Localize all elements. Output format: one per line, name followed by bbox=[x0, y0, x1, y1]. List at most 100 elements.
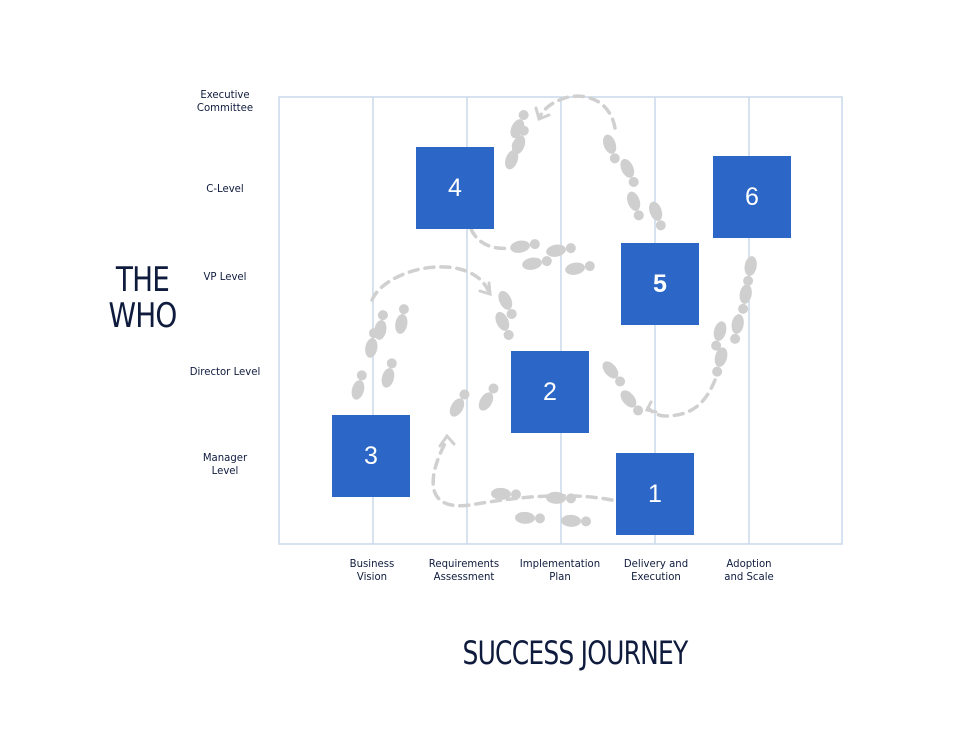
footprint-heel bbox=[386, 358, 397, 369]
column-label-line: Plan bbox=[549, 570, 571, 583]
footprint-icon bbox=[449, 389, 470, 417]
footprint-sole bbox=[351, 380, 365, 400]
footprint-heel bbox=[377, 310, 388, 321]
footprint-sole bbox=[495, 311, 510, 331]
column-label-line: Assessment bbox=[433, 570, 495, 583]
arrowhead-5-to-4 bbox=[534, 106, 551, 122]
footprint-heel bbox=[534, 513, 545, 524]
footprint-icon bbox=[512, 125, 529, 155]
step-box-6: 6 bbox=[713, 156, 791, 238]
footprint-icon bbox=[546, 491, 576, 504]
row-label-vp-level: VP Level bbox=[170, 270, 280, 283]
column-label-line: Business bbox=[349, 557, 395, 570]
footprint-sole bbox=[395, 314, 408, 334]
footprint-icon bbox=[711, 321, 727, 351]
footprint-sole bbox=[603, 134, 617, 154]
footprint-heel bbox=[398, 304, 409, 315]
footprint-icon bbox=[478, 383, 499, 411]
footprint-heel bbox=[541, 256, 552, 267]
column-label-delivery-execution: Delivery and Execution bbox=[601, 557, 711, 583]
row-label-line: Level bbox=[211, 464, 239, 477]
step-box-1: 1 bbox=[616, 453, 694, 535]
footprint-icon bbox=[620, 390, 644, 416]
footprint-sole bbox=[365, 338, 378, 358]
footprint-heel bbox=[565, 493, 576, 504]
footprint-icon bbox=[743, 256, 757, 286]
footprint-sole bbox=[512, 135, 526, 155]
footprint-heel bbox=[488, 383, 499, 394]
footprint-icon bbox=[603, 134, 620, 164]
arrowhead-1-to-2 bbox=[438, 433, 456, 448]
footprint-heel bbox=[518, 125, 529, 136]
column-label-line: Adoption bbox=[726, 557, 772, 570]
column-label-line: Implementation bbox=[519, 557, 601, 570]
footprint-heel bbox=[712, 366, 723, 377]
footprint-heel bbox=[743, 275, 754, 286]
footprint-sole bbox=[546, 491, 566, 504]
row-label-director-level: Director Level bbox=[170, 365, 280, 378]
row-label-line: C-Level bbox=[206, 182, 244, 195]
footprint-heel bbox=[711, 340, 722, 351]
step-box-3: 3 bbox=[332, 415, 410, 497]
row-label-line: VP Level bbox=[203, 270, 247, 283]
column-label-requirements-assessment: Requirements Assessment bbox=[409, 557, 519, 583]
footprint-sole bbox=[505, 150, 519, 170]
footprint-sole bbox=[498, 290, 513, 310]
footprint-sole bbox=[713, 321, 727, 341]
footprint-sole bbox=[449, 398, 465, 417]
row-label-line: Manager bbox=[202, 451, 248, 464]
y-axis-title-line: WHO bbox=[108, 296, 177, 336]
column-label-line: Execution bbox=[631, 570, 681, 583]
footprint-heel bbox=[609, 153, 620, 164]
footprint-heel bbox=[633, 405, 644, 416]
arrowhead-6-to-5 bbox=[644, 400, 658, 414]
footprint-sole bbox=[374, 320, 387, 340]
row-label-line: Committee bbox=[196, 101, 254, 114]
path-5-to-4 bbox=[538, 94, 617, 130]
path-1-to-2 bbox=[431, 438, 614, 508]
footprint-sole bbox=[478, 392, 494, 411]
footprint-sole bbox=[491, 487, 511, 500]
footprint-heel bbox=[356, 370, 367, 381]
footprint-heel bbox=[628, 176, 639, 187]
column-label-line: and Scale bbox=[724, 570, 774, 583]
footprint-icon bbox=[565, 261, 595, 275]
footprint-sole bbox=[620, 158, 635, 178]
footprint-icon bbox=[627, 191, 644, 221]
column-label-line: Requirements bbox=[428, 557, 500, 570]
footprint-sole bbox=[561, 514, 581, 527]
footprint-icon bbox=[730, 314, 744, 344]
step-box-2: 2 bbox=[511, 351, 589, 433]
footprint-icon bbox=[374, 310, 388, 340]
footprint-heel bbox=[615, 376, 626, 387]
footprint-icon bbox=[381, 358, 397, 388]
row-label-executive-committee: Executive Committee bbox=[170, 88, 280, 114]
footprint-heel bbox=[633, 210, 644, 221]
footprint-icon bbox=[738, 284, 752, 314]
footprint-icon bbox=[712, 347, 728, 377]
step-box-4: 4 bbox=[416, 147, 494, 229]
row-label-line: Director Level bbox=[189, 365, 261, 378]
footprint-sole bbox=[627, 191, 641, 211]
row-label-c-level: C-Level bbox=[170, 182, 280, 195]
footprint-icon bbox=[620, 158, 639, 187]
footprint-icon bbox=[510, 239, 540, 253]
footprint-heel bbox=[580, 516, 591, 527]
column-label-adoption-scale: Adoption and Scale bbox=[694, 557, 804, 583]
footprint-heel bbox=[510, 489, 521, 500]
footprint-icon bbox=[649, 201, 666, 231]
y-axis-title: THE WHO bbox=[104, 262, 182, 334]
footprint-icon bbox=[395, 304, 409, 334]
row-label-line: Executive bbox=[200, 88, 250, 101]
footprint-sole bbox=[744, 256, 757, 276]
column-label-line: Delivery and bbox=[623, 557, 689, 570]
footprint-icon bbox=[602, 361, 626, 387]
footprint-heel bbox=[584, 261, 595, 272]
footprint-icon bbox=[495, 311, 514, 340]
footprint-heel bbox=[655, 220, 666, 231]
footprint-heel bbox=[738, 303, 749, 314]
footprint-heel bbox=[565, 243, 576, 254]
footprint-sole bbox=[565, 262, 585, 275]
footprint-heel bbox=[518, 110, 529, 121]
footprint-heel bbox=[730, 333, 741, 344]
